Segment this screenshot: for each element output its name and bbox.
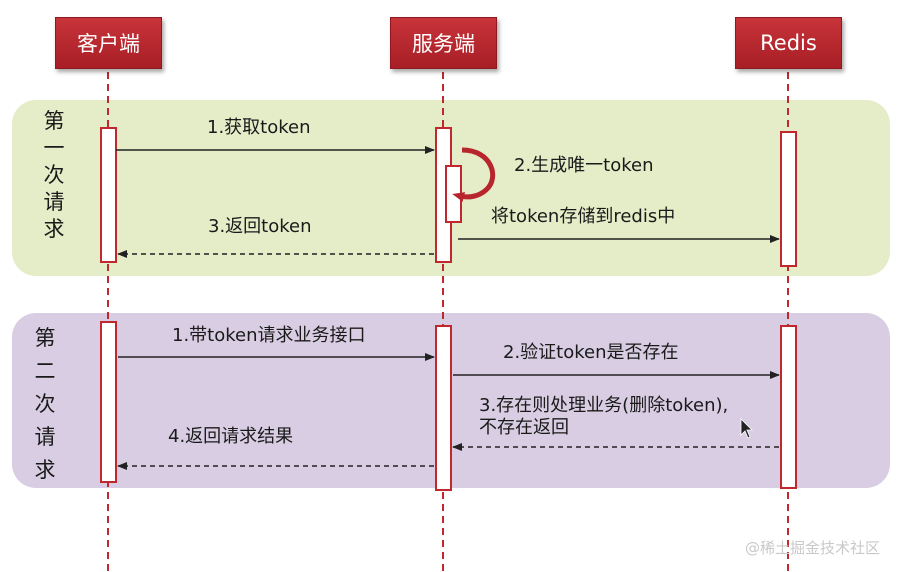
phase-1-label-char: 第: [43, 109, 65, 133]
arrow-self-gen-token: [452, 147, 496, 202]
phase-2-label: 第 二 次 请 求: [32, 322, 58, 487]
msg-process-line-2: 不存在返回: [479, 417, 569, 438]
msg-gen-token: 2.生成唯一token: [514, 155, 654, 176]
phase-1-label-char: 请: [43, 190, 65, 214]
msg-request-api: 1.带token请求业务接口: [172, 325, 366, 346]
actor-client: 客户端: [55, 17, 162, 69]
redis-activation-2: [780, 325, 797, 489]
msg-return-token: 3.返回token: [208, 216, 312, 237]
redis-activation-1: [780, 131, 797, 267]
msg-get-token: 1.获取token: [207, 117, 311, 138]
phase-1-label: 第 一 次 请 求: [41, 108, 67, 243]
phase-1-label-char: 次: [43, 163, 65, 187]
phase-2-label-char: 二: [34, 359, 56, 383]
server-activation-2: [435, 325, 452, 491]
client-activation-2: [100, 321, 117, 483]
actor-server: 服务端: [390, 17, 497, 69]
msg-process-line-1: 3.存在则处理业务(删除token),: [479, 395, 729, 416]
msg-verify-token: 2.验证token是否存在: [503, 342, 679, 363]
actor-redis: Redis: [735, 17, 842, 69]
phase-2-label-char: 求: [34, 458, 56, 482]
watermark: @稀土掘金技术社区: [744, 539, 880, 557]
msg-return-result: 4.返回请求结果: [168, 426, 294, 447]
phase-1-label-char: 一: [43, 136, 65, 160]
phase-2-label-char: 第: [34, 326, 56, 350]
client-activation-1: [100, 127, 117, 263]
phase-1-label-char: 求: [43, 217, 65, 241]
mouse-cursor-icon: [740, 418, 753, 439]
server-self-activation: [445, 165, 462, 223]
phase-2-label-char: 次: [34, 392, 56, 416]
msg-store-token: 将token存储到redis中: [491, 206, 676, 227]
phase-2-label-char: 请: [34, 425, 56, 449]
